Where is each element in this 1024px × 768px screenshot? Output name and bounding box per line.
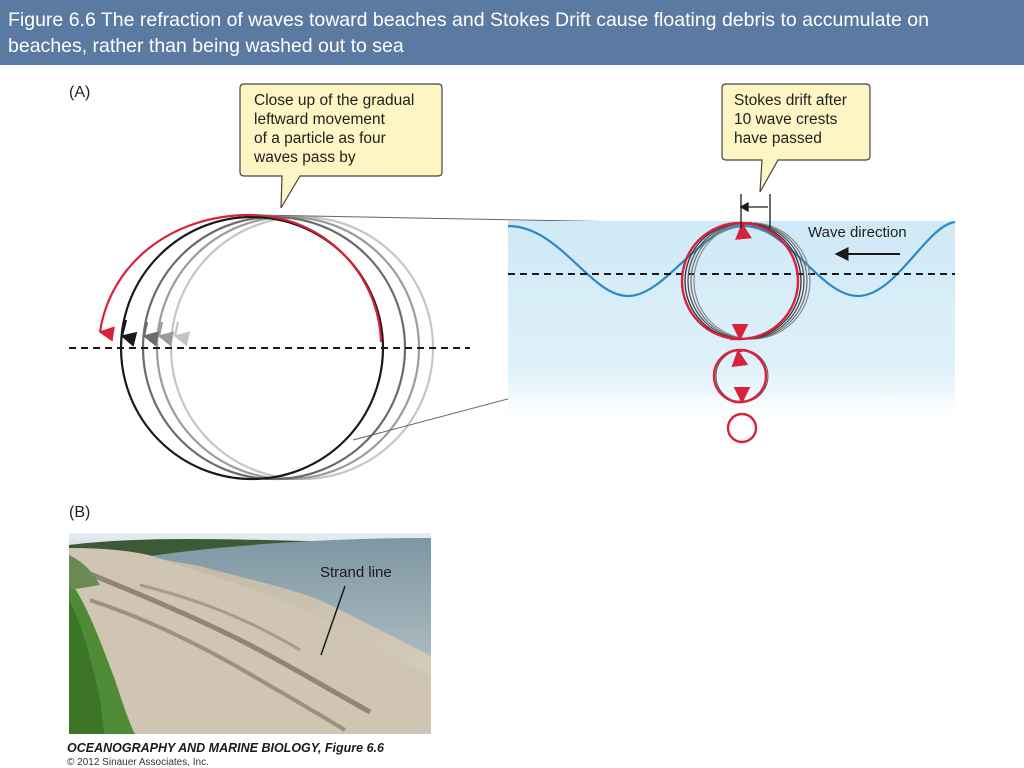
wave-direction-label: Wave direction [808, 224, 907, 241]
orbit-red-path [98, 213, 383, 343]
callout-left-line-3: of a particle as four [254, 130, 386, 147]
arrow-gray-1 [142, 321, 160, 347]
callout-left-line-4: waves pass by [253, 149, 356, 166]
book-caption: OCEANOGRAPHY AND MARINE BIOLOGY, Figure … [67, 741, 385, 755]
stokes-orbits [680, 221, 811, 444]
callout-right-line-1: Stokes drift after [734, 92, 847, 109]
callout-left-line-1: Close up of the gradual [254, 92, 414, 109]
panel-a-label: (A) [69, 84, 90, 101]
callout-left-line-2: leftward movement [254, 111, 386, 128]
title-bar: Figure 6.6 The refraction of waves towar… [0, 0, 1024, 65]
panel-b-label: (B) [69, 504, 90, 521]
callout-right: Stokes drift after 10 wave crests have p… [721, 83, 871, 193]
slide-title: Figure 6.6 The refraction of waves towar… [8, 9, 929, 57]
callout-right-line-2: 10 wave crests [734, 111, 838, 128]
water-region [508, 221, 955, 417]
callout-right-line-3: have passed [734, 130, 822, 147]
strand-line-label: Strand line [320, 564, 392, 581]
strand-line-pointer [320, 585, 346, 656]
arrow-gray-3 [173, 321, 191, 347]
stokes-orbit-small [726, 412, 758, 444]
arrow-gray-2 [157, 321, 175, 347]
figure-canvas: (A) Wave dire [67, 83, 956, 768]
arrow-black [120, 319, 138, 347]
callout-left: Close up of the gradual leftward movemen… [239, 83, 443, 209]
beach-photo [69, 533, 431, 734]
copyright-caption: © 2012 Sinauer Associates, Inc. [67, 757, 209, 768]
drift-bracket [739, 194, 771, 228]
